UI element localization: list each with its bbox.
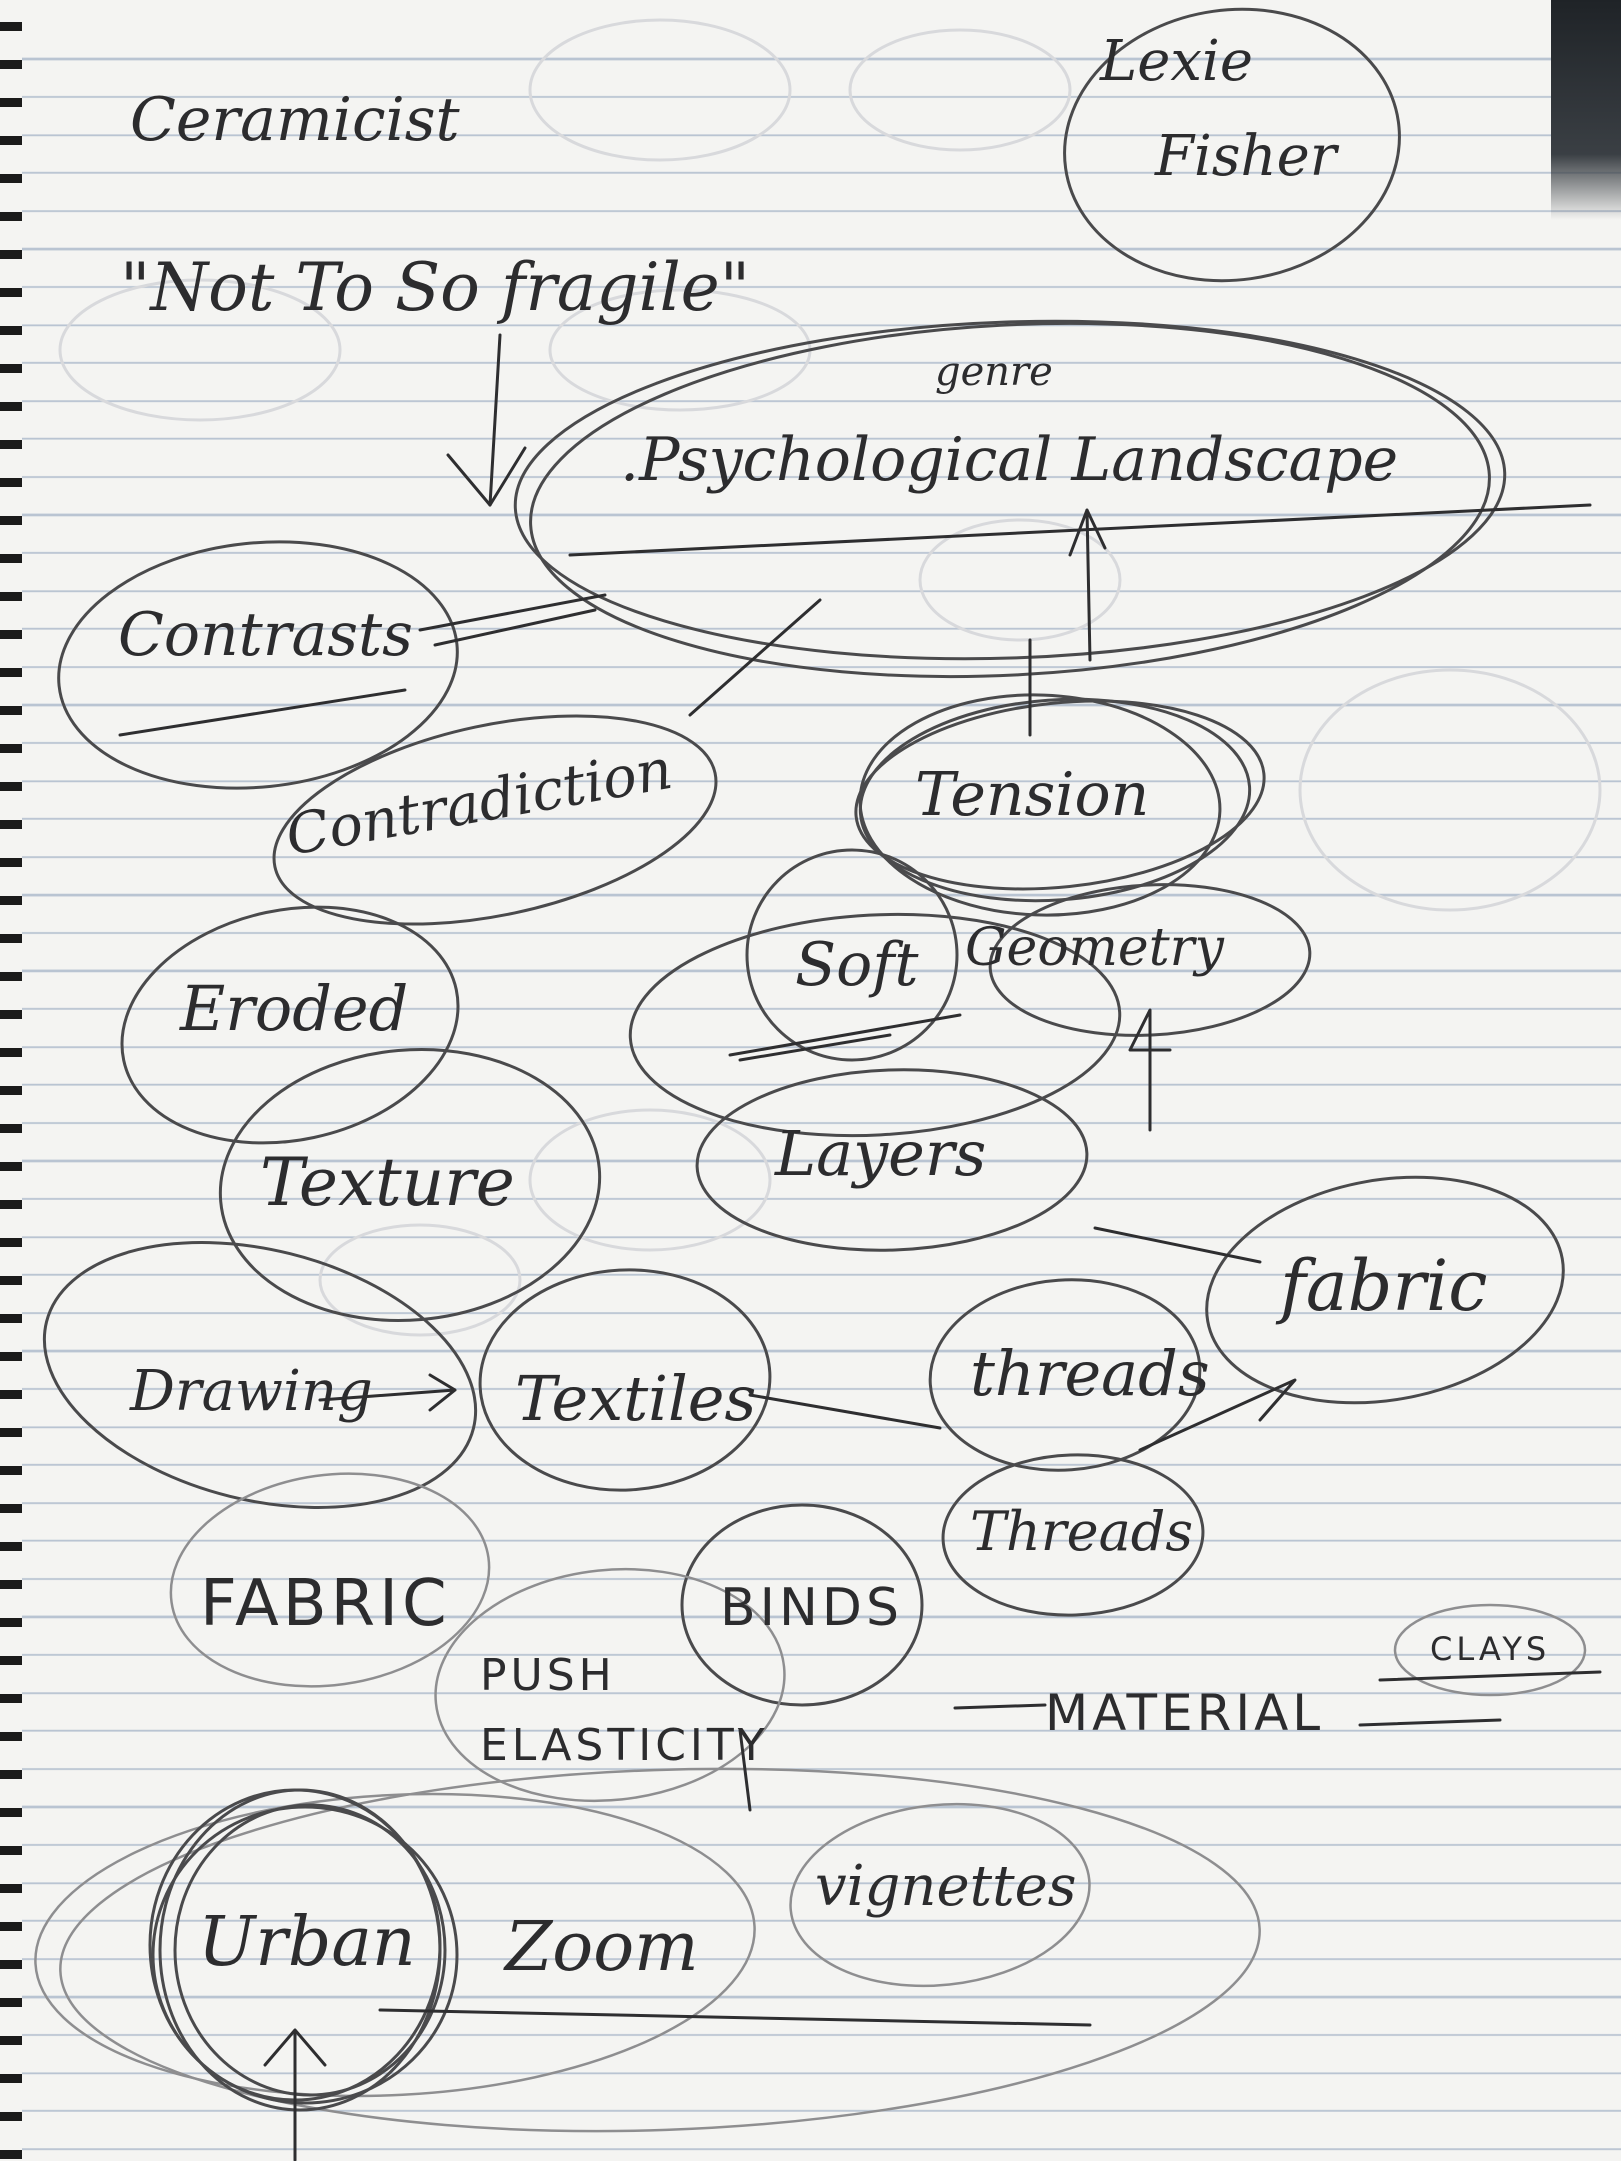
- threads-text: threads: [970, 1337, 1210, 1410]
- handwritten-text: Ceramicist "Not To So fragile" Lexie Fis…: [118, 29, 1550, 1987]
- genre-text: genre: [935, 349, 1053, 395]
- ellipses: [34, 7, 1587, 2133]
- contrasts-text: Contrasts: [118, 600, 413, 670]
- push-text: PUSH: [480, 1650, 616, 1701]
- connector-lines: [118, 333, 1602, 2161]
- fabric-caps-text: FABRIC: [200, 1567, 451, 1641]
- background-edge: [1551, 0, 1621, 220]
- author-last-name: Fisher: [1154, 124, 1340, 189]
- geometry-text: Geometry: [965, 918, 1224, 978]
- urban-text: Urban: [198, 1903, 416, 1982]
- texture-text: Texture: [260, 1144, 515, 1221]
- author-first-name: Lexie: [1099, 29, 1253, 94]
- contradiction-text: Contradiction: [281, 737, 677, 869]
- clays-text: CLAYS: [1430, 1630, 1550, 1668]
- spiral-binding: [0, 0, 22, 2161]
- zoom-text: Zoom: [503, 1908, 699, 1987]
- drawing-text: Drawing: [129, 1359, 373, 1424]
- heading-text: Ceramicist: [130, 85, 461, 155]
- psychological-landscape-text: .Psychological Landscape: [620, 425, 1398, 495]
- binds-text: BINDS: [720, 1578, 903, 1638]
- vignettes-text: vignettes: [815, 1854, 1077, 1919]
- quote-text: "Not To So fragile": [120, 249, 750, 326]
- fabric-text: fabric: [1275, 1245, 1488, 1327]
- material-text: MATERIAL: [1045, 1684, 1324, 1742]
- textiles-text: Textiles: [515, 1362, 756, 1435]
- soft-text: Soft: [795, 930, 919, 1000]
- bleed-through-marks: [58, 18, 1602, 1337]
- tension-text: Tension: [915, 760, 1149, 830]
- elasticity-text: ELASTICITY: [480, 1720, 769, 1771]
- layers-text: Layers: [774, 1117, 986, 1190]
- threads-2-text: Threads: [970, 1500, 1193, 1563]
- eroded-text: Eroded: [179, 972, 408, 1045]
